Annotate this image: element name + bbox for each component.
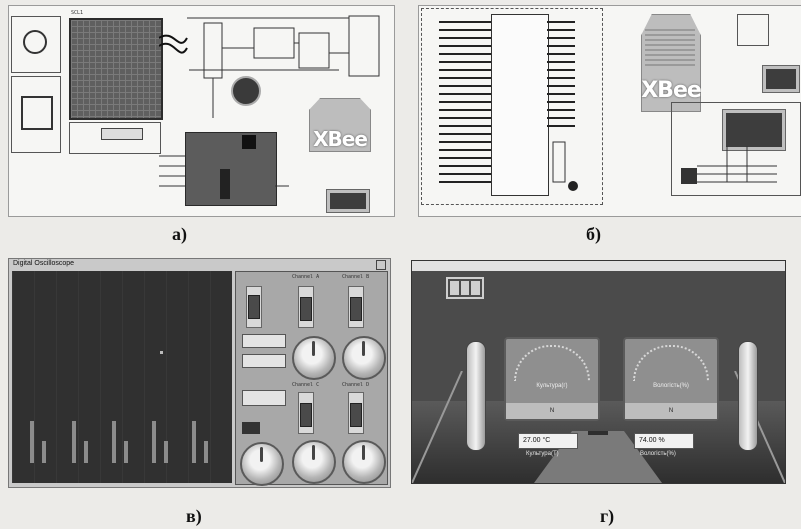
gauge-footer: N — [625, 403, 717, 419]
humidity-tube — [738, 341, 758, 451]
caption-c: в) — [186, 506, 202, 526]
microcontroller-chip — [491, 14, 549, 196]
mode-switch[interactable] — [242, 334, 286, 348]
slider-thumb[interactable] — [350, 403, 362, 427]
caption-b: б) — [586, 224, 601, 244]
buzzer-component — [231, 76, 261, 106]
xbee-label: XBee — [641, 78, 701, 103]
potentiometer — [681, 168, 697, 184]
wiring-diagram — [159, 15, 380, 118]
slider-thumb[interactable] — [350, 297, 362, 321]
signal-trace — [30, 421, 34, 463]
slider-thumb[interactable] — [300, 297, 312, 321]
keypad-symbol — [101, 128, 143, 140]
close-icon[interactable] — [376, 260, 386, 270]
lcd-label: SCL1 — [71, 10, 84, 16]
sensor-symbol — [23, 30, 47, 54]
usb-connector — [242, 135, 256, 149]
schematic-panel-b: XBee — [418, 5, 801, 217]
lcd-wires — [697, 146, 777, 183]
gauge-scale — [514, 345, 590, 381]
mode-switch[interactable] — [242, 354, 286, 368]
signal-trace — [42, 441, 46, 463]
channel-d-slider[interactable] — [348, 392, 364, 434]
oscilloscope-window: Digital Oscilloscope Channel A Channel B… — [8, 258, 391, 488]
xbee-module: XBee — [309, 98, 371, 152]
sensor-block — [11, 16, 61, 73]
channel-c-slider[interactable] — [298, 392, 314, 434]
oscilloscope-screen — [12, 271, 232, 483]
gauge-scale — [633, 345, 709, 381]
xbee-label: XBee — [313, 127, 368, 151]
channel-b-slider[interactable] — [348, 286, 364, 328]
signal-trace — [72, 421, 76, 463]
gauge-label: Культура(г) — [536, 383, 568, 389]
gauge-footer: N — [506, 403, 598, 419]
transistor-symbol — [21, 96, 53, 130]
position-readout — [242, 422, 260, 434]
channel-d-label: Channel D — [342, 382, 370, 388]
caption-d: г) — [600, 506, 615, 526]
chip-pins — [439, 21, 578, 191]
channel-d-knob[interactable] — [342, 440, 386, 484]
channel-c-knob[interactable] — [292, 440, 336, 484]
arduino-pin-wires — [159, 155, 289, 187]
signal-trace — [124, 441, 128, 463]
xbee-pins — [645, 26, 695, 66]
dashboard-window: Культура(г) N Вологість(%) N 27.00 °C 74… — [411, 260, 786, 484]
slider-thumb[interactable] — [300, 403, 312, 427]
character-lcd — [722, 109, 786, 151]
signal-trace — [204, 441, 208, 463]
temperature-gauge: Культура(г) N — [504, 337, 600, 421]
arduino-board — [185, 132, 277, 206]
channel-b-knob[interactable] — [342, 336, 386, 380]
temperature-tube — [466, 341, 486, 451]
signal-trace — [164, 441, 168, 463]
control-panel: Channel A Channel B Channel C Channel D — [235, 271, 388, 486]
driver-block — [11, 76, 61, 153]
temperature-readout: 27.00 °C — [518, 433, 578, 449]
caption-a: а) — [172, 224, 187, 244]
signal-trace — [192, 421, 196, 463]
signal-trace — [112, 421, 116, 463]
channel-b-label: Channel B — [342, 274, 370, 280]
timebase-knob[interactable] — [240, 442, 284, 486]
schematic-panel-a: SCL1 XBee — [8, 5, 395, 217]
battery-icon — [446, 277, 484, 299]
humidity-readout: 74.00 % — [634, 433, 694, 449]
keypad-block — [69, 122, 161, 154]
small-display — [326, 189, 370, 213]
small-display — [762, 65, 800, 93]
slider-thumb[interactable] — [248, 295, 260, 319]
chip-region — [421, 8, 603, 205]
window-title: Digital Oscilloscope — [13, 260, 75, 267]
window-title-bar — [412, 261, 785, 271]
signal-trace — [84, 441, 88, 463]
temperature-floor-label: Культура(Т) — [526, 451, 559, 457]
channel-a-label: Channel A — [292, 274, 320, 280]
channel-a-slider[interactable] — [298, 286, 314, 328]
graphic-lcd — [69, 18, 163, 120]
timebase-display — [242, 390, 286, 406]
microcontroller-chip — [220, 169, 230, 199]
regulator-block — [737, 14, 769, 46]
signal-trace — [152, 421, 156, 463]
trigger-slider[interactable] — [246, 286, 262, 328]
trace-dot — [160, 351, 163, 354]
channel-c-label: Channel C — [292, 382, 320, 388]
gauge-label: Вологість(%) — [653, 383, 689, 389]
humidity-gauge: Вологість(%) N — [623, 337, 719, 421]
channel-a-knob[interactable] — [292, 336, 336, 380]
humidity-floor-label: Вологість(%) — [640, 451, 676, 457]
